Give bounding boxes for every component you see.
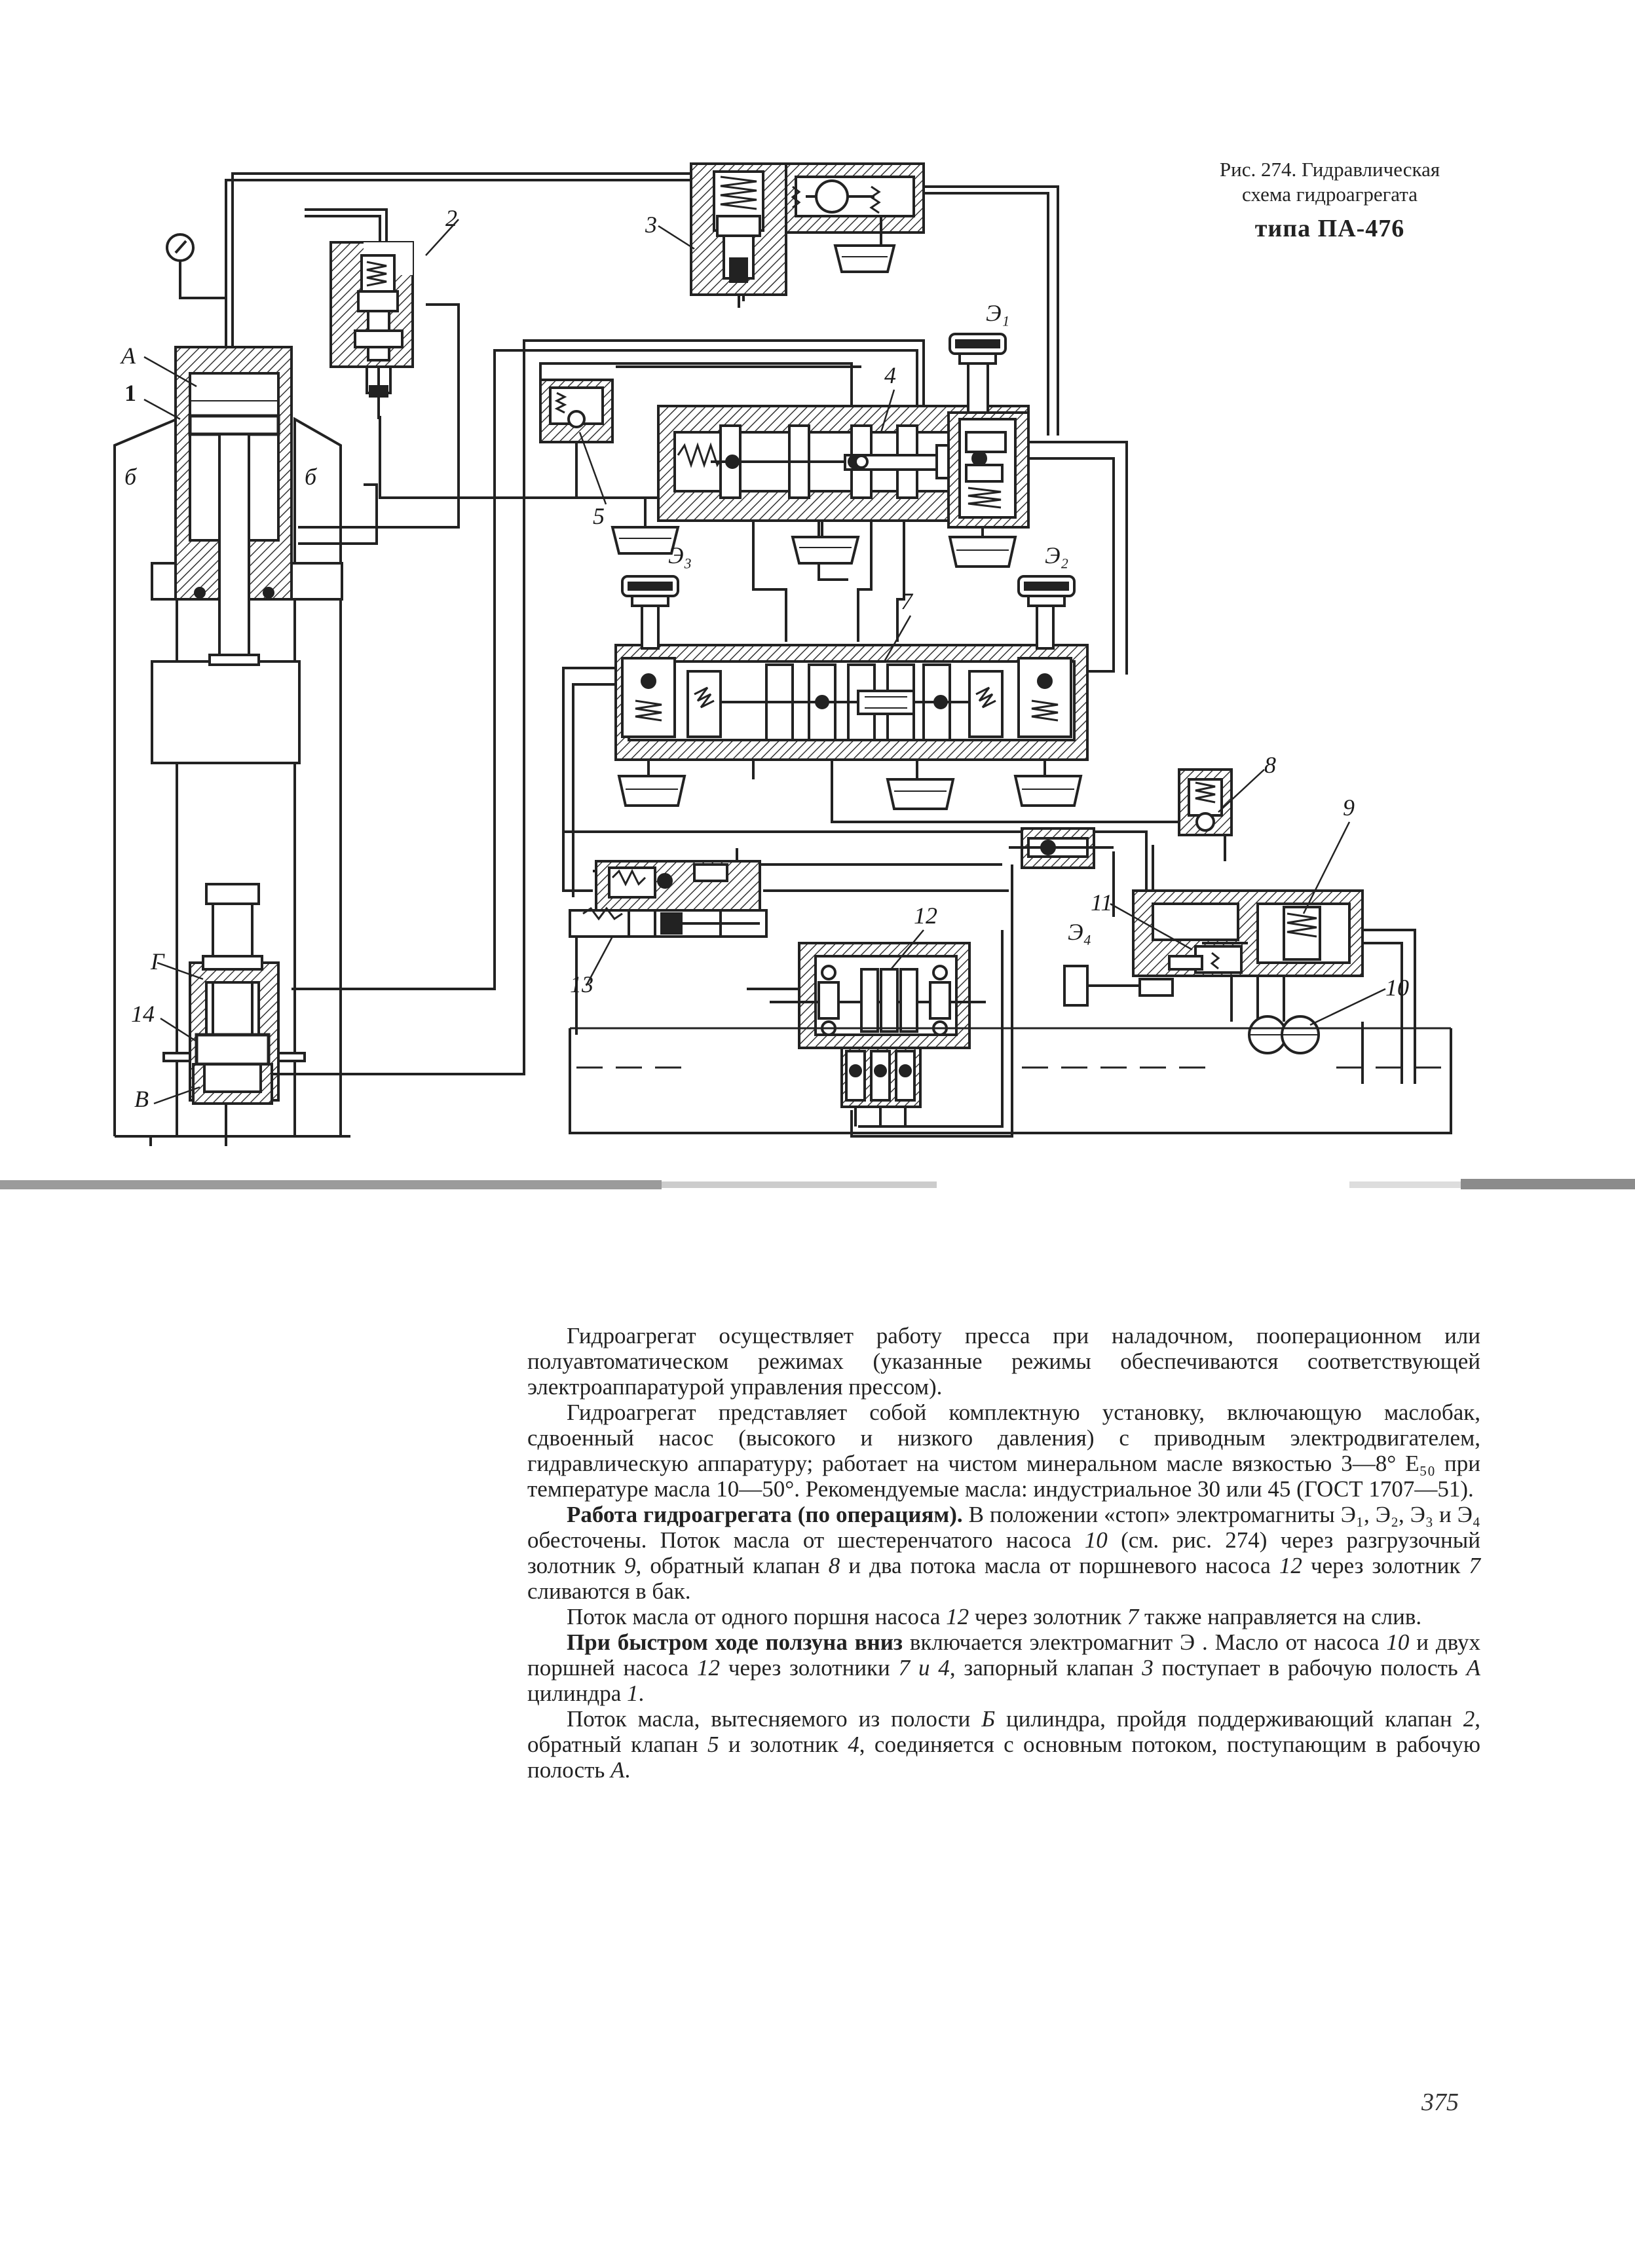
ejector-cylinder bbox=[162, 883, 306, 1143]
solenoid-e4 bbox=[1063, 965, 1174, 1007]
label-4: 4 bbox=[884, 362, 896, 388]
hydraulic-schematic: А 1 б б Г 14 В 2 3 4 5 7 8 9 10 11 12 13… bbox=[113, 162, 1452, 1146]
label-A: А bbox=[120, 343, 136, 369]
label-E3: Э₃ bbox=[668, 542, 692, 568]
valve-5 bbox=[539, 379, 680, 555]
pressure-gauge bbox=[166, 233, 195, 288]
label-7: 7 bbox=[901, 588, 914, 614]
throttle-valve bbox=[1009, 827, 1114, 869]
paragraph: Гидроагрегат осуществляет работу пресса … bbox=[527, 1323, 1480, 1400]
paragraph: Поток масла от одного поршня насоса 12 ч… bbox=[567, 1604, 1422, 1629]
label-b-left: б bbox=[124, 464, 138, 490]
scan-artifact-band bbox=[0, 1179, 1635, 1189]
label-3: 3 bbox=[645, 212, 657, 238]
label-12: 12 bbox=[914, 902, 937, 929]
body-text: Гидроагрегат осуществляет работу пресса … bbox=[527, 1323, 1480, 1783]
pipelines bbox=[179, 172, 1416, 1138]
solenoid-e2 bbox=[1013, 575, 1083, 807]
solenoid-e1 bbox=[947, 333, 1030, 568]
label-E4: Э₄ bbox=[1068, 919, 1091, 945]
figure-caption: Рис. 274. Гидравлическая схема гидроагре… bbox=[1159, 157, 1500, 241]
section-heading: Работа гидроагрегата (по операциям). bbox=[567, 1502, 963, 1527]
oil-tank bbox=[569, 1022, 1452, 1134]
label-14: 14 bbox=[131, 1001, 155, 1027]
label-10: 10 bbox=[1385, 975, 1409, 1001]
caption-line-3: типа ПА-476 bbox=[1254, 215, 1405, 242]
label-V: В bbox=[134, 1086, 149, 1112]
paragraph: Поток масла, вытесняемого из полости Б ц… bbox=[527, 1706, 1481, 1783]
label-1: 1 bbox=[124, 380, 136, 406]
valve-9 bbox=[1132, 889, 1364, 977]
valve-1 bbox=[329, 241, 414, 419]
solenoid-e3 bbox=[617, 575, 686, 807]
label-E1: Э₁ bbox=[986, 300, 1009, 326]
label-13: 13 bbox=[570, 971, 593, 997]
pump-12 bbox=[770, 942, 986, 1126]
label-9: 9 bbox=[1343, 794, 1355, 821]
caption-line-2: схема гидроагрегата bbox=[1242, 183, 1418, 206]
label-8: 8 bbox=[1264, 752, 1276, 778]
main-cylinder bbox=[174, 346, 293, 666]
caption-line-1: Рис. 274. Гидравлическая bbox=[1219, 158, 1440, 181]
label-11: 11 bbox=[1091, 889, 1112, 916]
label-b-right: б bbox=[305, 464, 318, 490]
valve-8 bbox=[1178, 768, 1233, 836]
paragraph: Гидроагрегат представляет собой комплект… bbox=[527, 1400, 1480, 1502]
valve-13 bbox=[569, 860, 768, 938]
valve-3 bbox=[690, 162, 925, 308]
label-G: Г bbox=[150, 948, 165, 975]
paragraph: Работа гидроагрегата (по операциям). В п… bbox=[527, 1502, 1481, 1604]
label-E2: Э₂ bbox=[1045, 542, 1068, 568]
page-number: 375 bbox=[1421, 2089, 1459, 2116]
section-heading: При быстром ходе ползуна вниз bbox=[567, 1629, 903, 1655]
pump-10 bbox=[1248, 1015, 1320, 1054]
paragraph: При быстром ходе ползуна вниз включается… bbox=[527, 1629, 1480, 1706]
label-5: 5 bbox=[593, 503, 605, 529]
